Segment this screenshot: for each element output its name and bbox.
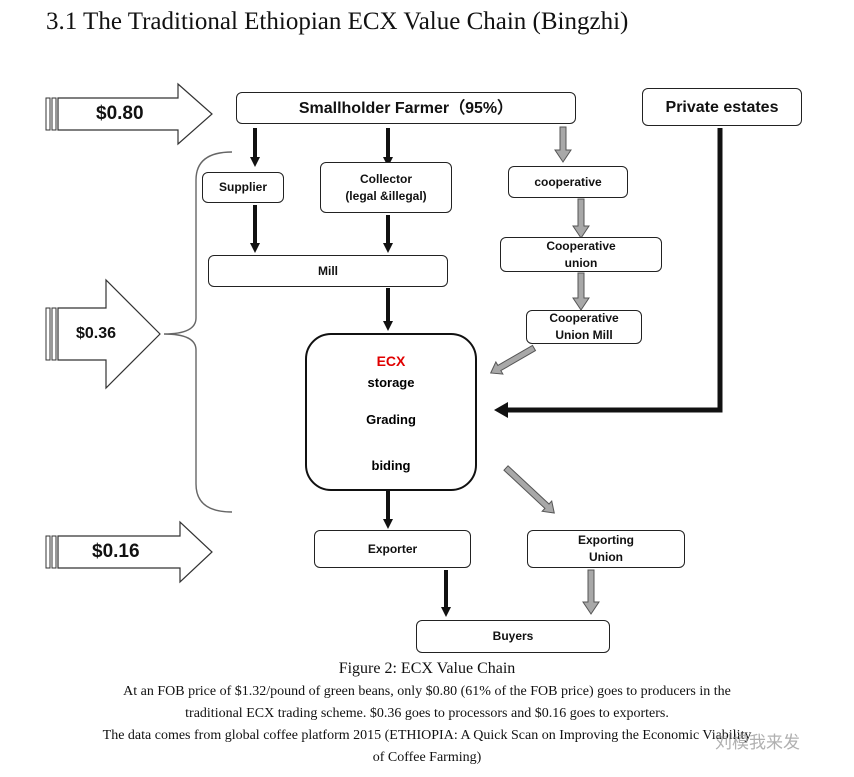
ecx-step-storage: storage [307,375,475,390]
coop-union-label-line1: Cooperative [546,238,615,255]
caption-line-1: At an FOB price of $1.32/pound of green … [0,684,854,700]
coop-mill-label-line2: Union Mill [555,327,612,344]
node-private-estates: Private estates [642,88,802,126]
ecx-step-biding: biding [307,458,475,473]
node-smallholder-farmer: Smallholder Farmer（95%） [236,92,576,124]
node-collector: Collector (legal &illegal) [320,162,452,213]
coop-union-label-line2: union [565,255,598,272]
collector-label-line2: (legal &illegal) [345,188,426,205]
ecx-step-grading: Grading [307,412,475,427]
node-ecx: ECX storage Grading biding [305,333,477,491]
processor-brace [164,152,232,512]
price-label-farmer: $0.80 [96,103,144,125]
node-exporter: Exporter [314,530,471,568]
node-mill: Mill [208,255,448,287]
node-cooperative-union-mill: Cooperative Union Mill [526,310,642,344]
caption-line-2: traditional ECX trading scheme. $0.36 go… [0,706,854,722]
watermark: 刘模我来发 [715,728,800,753]
exporting-union-label-line2: Union [589,549,623,566]
figure-caption-title: Figure 2: ECX Value Chain [0,660,854,678]
price-label-processor: $0.36 [76,325,116,343]
collector-label-line1: Collector [360,171,412,188]
node-exporting-union: Exporting Union [527,530,685,568]
node-supplier: Supplier [202,172,284,203]
node-cooperative: cooperative [508,166,628,198]
coop-mill-label-line1: Cooperative [549,310,618,327]
node-cooperative-union: Cooperative union [500,237,662,272]
ecx-title: ECX [307,353,475,369]
price-label-exporter: $0.16 [92,541,140,563]
node-buyers: Buyers [416,620,610,653]
exporting-union-label-line1: Exporting [578,532,634,549]
